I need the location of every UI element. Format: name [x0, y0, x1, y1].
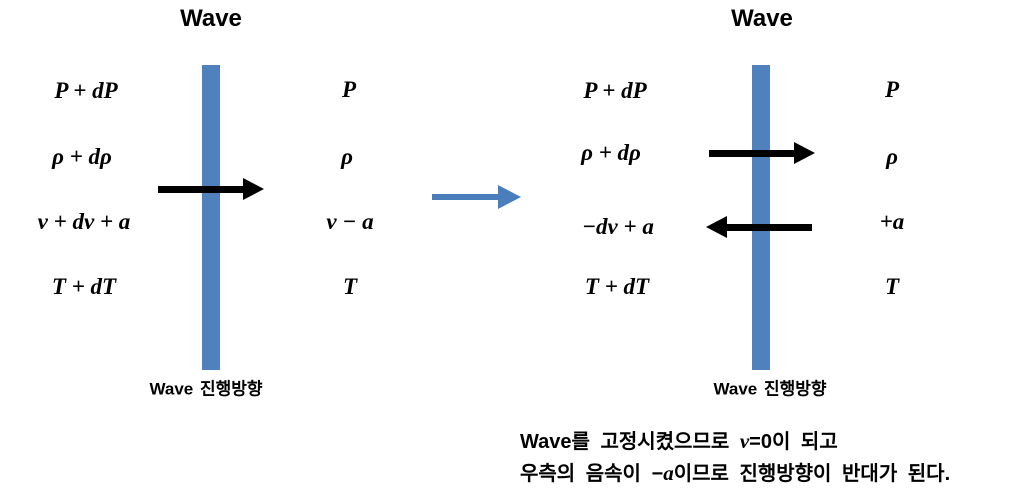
- left-diagram-upstream-pressure: P + dP: [54, 78, 118, 103]
- arrow-head: [243, 178, 264, 200]
- note-line1-text-suffix: =0이 되고: [749, 431, 838, 453]
- note-line2-text: 우측의 음속이 −: [520, 463, 664, 485]
- right-diagram-flow-arrow-left-icon: [706, 215, 812, 239]
- transition-arrow-right-icon: [432, 184, 521, 210]
- right-wave-bar: [752, 65, 770, 370]
- arrow-head: [794, 142, 815, 164]
- right-diagram-flow-arrow-right-icon: [709, 141, 815, 165]
- note-line1-velocity-var: v: [739, 429, 750, 453]
- right-diagram-downstream-temperature: T: [884, 274, 900, 299]
- left-diagram-flow-arrow-right-icon: [158, 177, 264, 201]
- arrow-head: [706, 216, 727, 238]
- left-wave-bar: [202, 65, 220, 370]
- right-diagram-title: Wave: [731, 5, 793, 32]
- right-diagram-upstream-temperature: T + dT: [584, 274, 650, 299]
- left-diagram-downstream-pressure: P: [341, 77, 357, 102]
- right-diagram-downstream-density: ρ: [886, 144, 898, 169]
- left-diagram-upstream-temperature: T + dT: [51, 274, 117, 299]
- arrow-shaft: [432, 194, 498, 200]
- arrow-shaft: [727, 223, 812, 231]
- left-diagram-downstream-density: ρ: [341, 144, 353, 169]
- right-diagram-upstream-velocity: −dv + a: [582, 214, 654, 239]
- right-diagram-caption: Wave 진행방향: [713, 379, 827, 399]
- note-line1-text: Wave를 고정시켰으므로: [520, 431, 740, 453]
- right-diagram-downstream-velocity: +a: [879, 209, 905, 234]
- right-diagram-downstream-pressure: P: [884, 77, 900, 102]
- note-line-1: Wave를 고정시켰으므로 v=0이 되고: [520, 426, 950, 458]
- left-diagram-downstream-velocity: v − a: [326, 209, 374, 234]
- right-diagram-upstream-density: ρ + dρ: [581, 140, 641, 165]
- arrow-shaft: [709, 149, 794, 157]
- left-diagram-upstream-velocity: v + dv + a: [37, 209, 131, 234]
- note-line2-soundspeed-var: a: [663, 461, 674, 485]
- left-diagram-downstream-temperature: T: [342, 274, 358, 299]
- explanatory-note: Wave를 고정시켰으므로 v=0이 되고 우측의 음속이 −a이므로 진행방향…: [520, 426, 950, 490]
- left-diagram-caption: Wave 진행방향: [149, 379, 263, 399]
- note-line2-text-suffix: 이므로 진행방향이 반대가 된다.: [673, 463, 951, 485]
- note-line-2: 우측의 음속이 −a이므로 진행방향이 반대가 된다.: [520, 458, 950, 490]
- left-diagram-title: Wave: [180, 5, 242, 32]
- arrow-head: [498, 185, 521, 209]
- arrow-shaft: [158, 185, 243, 193]
- right-diagram-upstream-pressure: P + dP: [583, 78, 647, 103]
- left-diagram-upstream-density: ρ + dρ: [52, 144, 112, 169]
